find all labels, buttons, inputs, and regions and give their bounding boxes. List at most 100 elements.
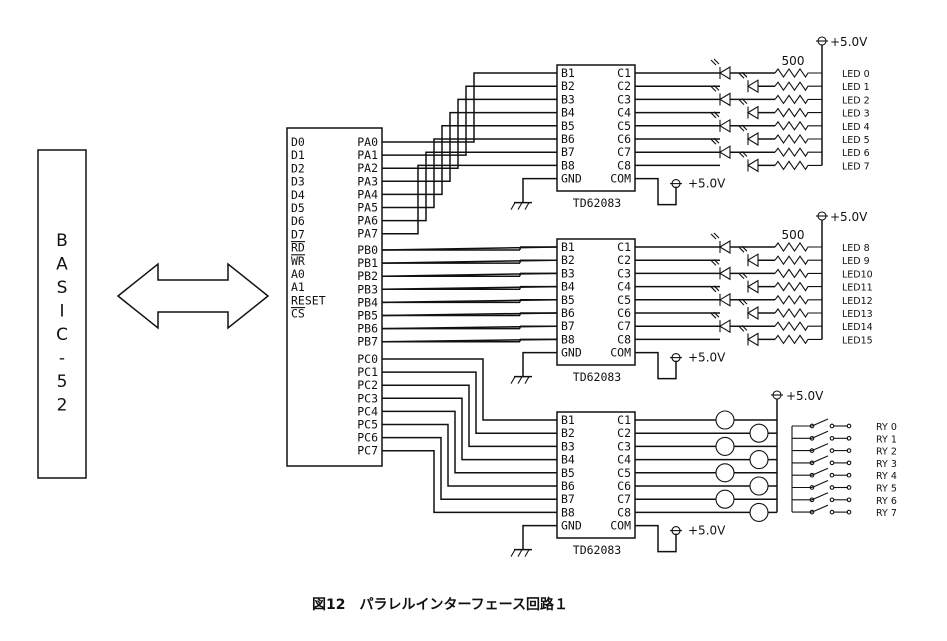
relay-contact-icon [829,509,835,515]
light-ray-icon [741,151,748,157]
led-diode-icon [746,332,759,347]
led-label: LED 0 [842,69,870,80]
driver-name: TD62083 [573,196,622,210]
relay-label: RY 1 [876,434,897,445]
port-wire [382,151,557,222]
relay-contact-icon [809,497,815,503]
resistor-icon [774,94,822,105]
light-ray-icon [738,152,745,158]
ppi-pin-d1: D1 [291,148,305,162]
port-wire [382,98,557,169]
ppi-pin-pa6: PA6 [357,214,378,228]
port-wire [382,371,557,434]
port-wire [382,72,557,143]
resistor-icon [774,255,822,266]
light-ray-icon [741,272,748,278]
ppi-pin-pa7: PA7 [357,227,378,241]
ppi-pin-pc5: PC5 [357,418,378,432]
driver-pin-gnd: GND [561,519,582,533]
light-ray-icon [710,138,717,145]
relay-contact-icon [811,504,829,513]
relay-contact-icon [811,479,829,489]
led-label: LED 2 [842,95,870,106]
led-label: LED11 [842,283,873,294]
ppi-block [286,127,383,467]
relay-contact-icon [809,435,815,441]
relay-coil-icon [749,476,769,496]
driver-pin-b7: B7 [561,319,575,333]
relay-contact-icon [811,467,829,476]
port-wire [382,125,557,196]
driver-pin-c5: C5 [617,119,631,133]
ppi-pin-pa3: PA3 [357,174,378,188]
driver-body [556,238,636,366]
relay-coil-icon [715,410,735,430]
ground-icon [510,376,516,384]
resistor-icon [774,160,822,171]
resistor-icon [774,134,822,145]
driver-pin-b6: B6 [561,306,575,320]
driver-pin-c8: C8 [617,158,631,172]
ground-icon [517,202,523,210]
driver-pin-b8: B8 [561,332,575,346]
light-ray-icon [710,112,717,119]
relay-contact-icon [811,455,829,464]
driver-pin-b2: B2 [561,79,575,93]
led-diode-icon [718,92,731,107]
relay-contact-icon [809,485,815,490]
ppi-pin-d0: D0 [291,135,305,149]
driver-pin-b3: B3 [561,266,575,280]
ppi-pin-pb4: PB4 [357,295,378,309]
light-ray-icon [738,72,745,79]
driver-pin-b1: B1 [561,413,575,427]
driver-pin-c5: C5 [617,293,631,307]
driver-pin-b4: B4 [561,106,575,120]
port-wire [382,449,557,514]
led-diode-icon [746,279,759,294]
light-ray-icon [741,245,748,252]
driver-pin-com: COM [610,346,631,360]
led-diode-icon [746,306,759,320]
light-ray-icon [741,325,748,331]
driver-pin-b2: B2 [561,253,575,267]
led-diode-icon [718,266,731,281]
ppi-pin-pb5: PB5 [357,309,378,323]
relay-label: RY 4 [876,471,897,482]
ppi-pin-cs: CS [291,307,305,321]
supply-label: +5.0V [830,35,868,49]
driver-pin-c4: C4 [617,106,631,120]
port-wire [382,164,557,235]
driver-pin-c3: C3 [617,266,631,280]
light-ray-icon [710,86,717,92]
light-ray-icon [713,285,720,292]
light-ray-icon [713,232,720,239]
com-wire [635,524,677,553]
com-wire [635,351,677,380]
led-label: LED 5 [842,135,870,146]
relay-contact-icon [809,423,815,429]
ground-icon [517,549,523,557]
driver-pin-b8: B8 [561,505,575,519]
basic52-letter: A [56,255,68,275]
resistor-icon [774,281,822,292]
relay-contact-icon [846,472,852,478]
resistor-icon [774,242,822,253]
driver-pin-c7: C7 [617,145,631,159]
ppi-pin-pc2: PC2 [357,378,378,392]
light-ray-icon [741,71,748,78]
ppi-pin-pb1: PB1 [357,256,378,270]
relay-contact-icon [846,485,852,490]
relay-label: RY 6 [876,496,897,507]
basic52-letter: 2 [57,396,68,416]
relay-contact-icon [811,430,829,439]
ground-icon [510,202,516,210]
light-ray-icon [713,311,720,318]
ppi-pin-wr: WR [291,254,305,268]
ppi-pin-d5: D5 [291,201,305,215]
relay-contact-icon [809,460,815,466]
